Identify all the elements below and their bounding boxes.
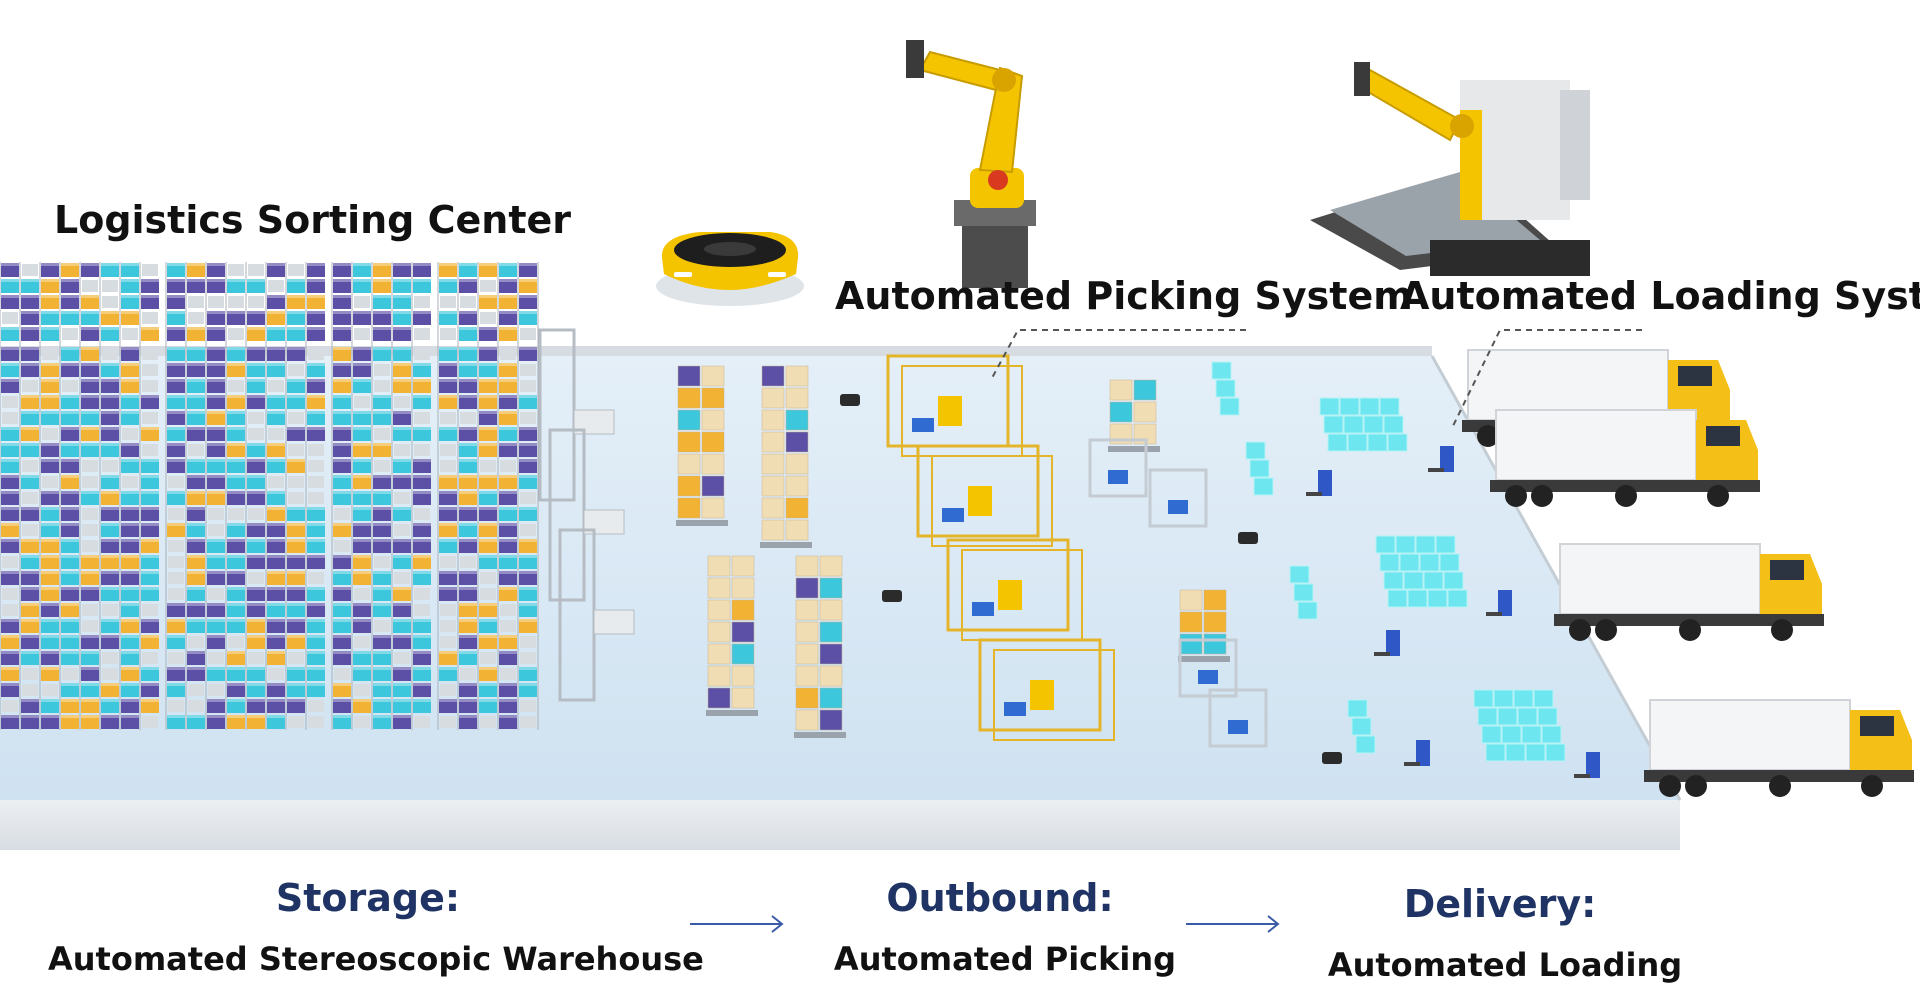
loading-system-label: Automated Loading System xyxy=(1400,274,1920,318)
flow-arrow xyxy=(690,915,784,933)
leader-lines xyxy=(991,329,1642,429)
flow-arrow xyxy=(1186,915,1280,933)
sorting-center-label: Logistics Sorting Center xyxy=(54,198,572,242)
truck-icon xyxy=(1462,349,1914,797)
robot-arm-icon xyxy=(906,40,1036,288)
forklift-icon xyxy=(840,394,1600,778)
agv-robot-icon xyxy=(656,232,804,306)
rack-lifts xyxy=(538,328,635,702)
cyan-pallets xyxy=(1211,361,1566,762)
stage-delivery-heading: Delivery: xyxy=(1403,882,1597,926)
shelf-rack-icon xyxy=(0,262,539,730)
stage-storage-heading: Storage: xyxy=(275,876,461,920)
stage-outbound-heading: Outbound: xyxy=(886,876,1114,920)
box-pallets xyxy=(676,365,1230,738)
loading-robot-icon xyxy=(1310,62,1590,276)
stage-delivery-sub: Automated Loading xyxy=(1327,946,1683,984)
picking-system-label: Automated Picking System xyxy=(835,274,1413,318)
picking-stations xyxy=(886,354,1268,748)
stage-outbound-sub: Automated Picking xyxy=(833,940,1177,978)
stage-storage-sub: Automated Stereoscopic Warehouse xyxy=(48,940,704,978)
